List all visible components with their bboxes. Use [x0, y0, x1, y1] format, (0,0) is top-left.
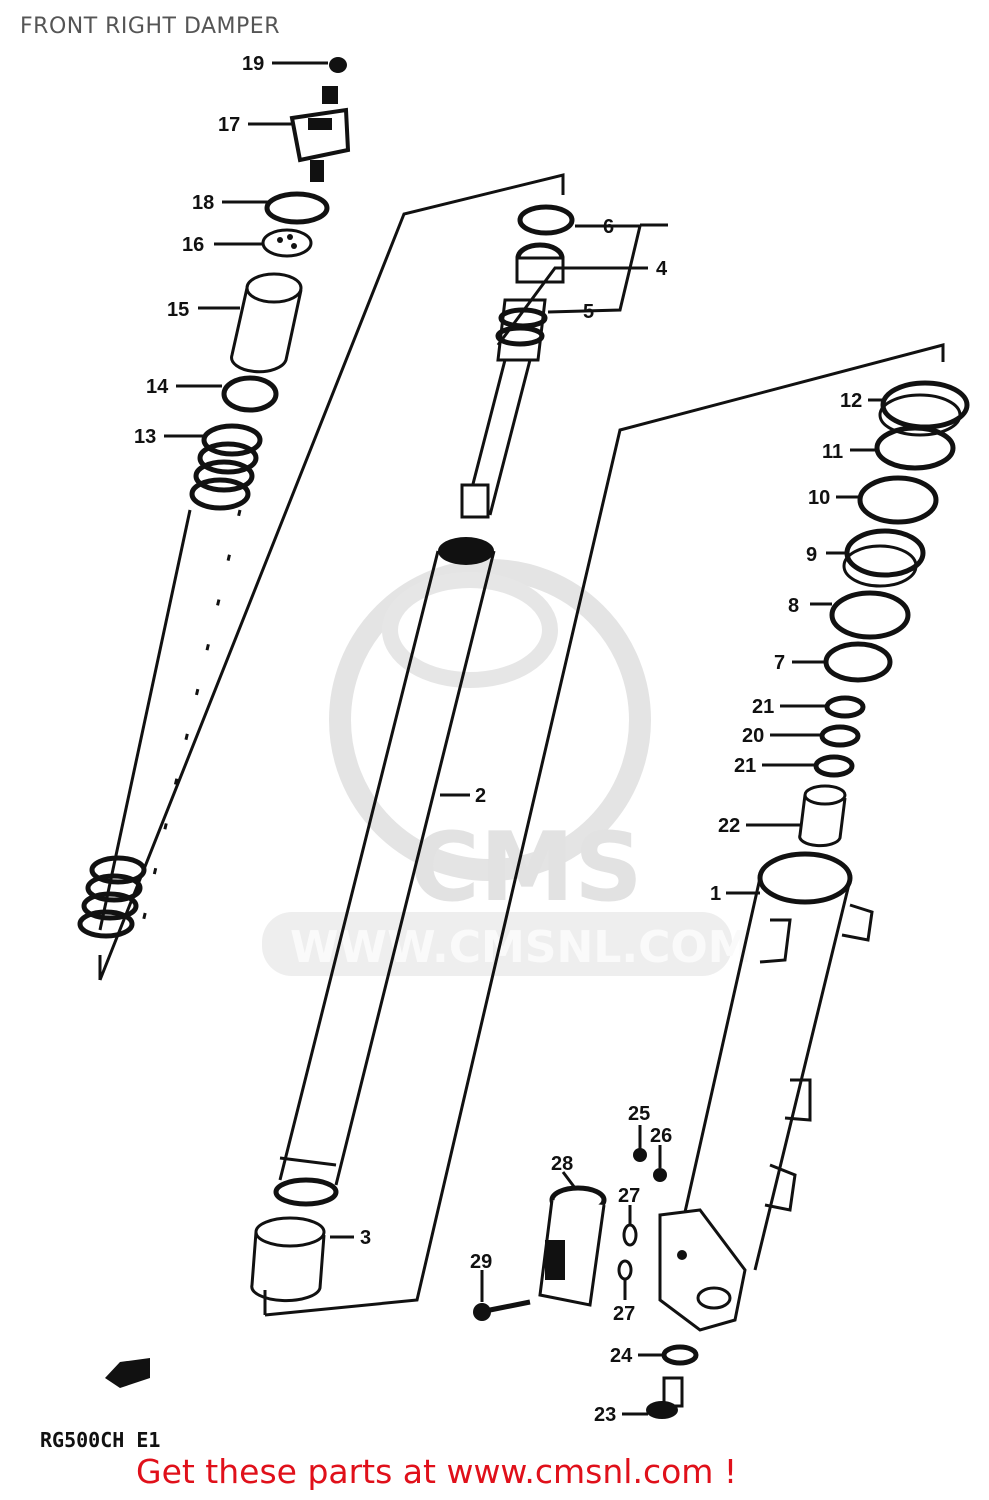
callout-12: 12	[840, 390, 862, 412]
callout-3: 3	[360, 1227, 371, 1249]
callout-24: 24	[610, 1345, 633, 1367]
part-29-bolt	[473, 1299, 531, 1321]
model-code: RG500CH E1	[40, 1428, 161, 1452]
right-column-rings	[813, 380, 970, 778]
watermark-logo: CMS WWW.CMSNL.COM	[262, 559, 752, 976]
part-20-washer	[819, 724, 861, 748]
group-frames	[98, 173, 945, 1317]
front-direction-arrow-icon	[105, 1358, 150, 1388]
part-21-washer-b	[813, 754, 855, 778]
callout-19: 19	[242, 53, 264, 75]
callout-14: 14	[146, 376, 169, 398]
part-10-ring	[857, 475, 939, 525]
callout-27-upper: 27	[618, 1185, 640, 1207]
part-15-spacer	[230, 272, 303, 374]
part-21-washer-a	[824, 695, 866, 719]
callout-27-lower: 27	[613, 1303, 635, 1325]
page-title: FRONT RIGHT DAMPER	[20, 14, 280, 39]
part-23-drain-bolt	[646, 1376, 684, 1419]
callout-labels: 19 17 18 16 15 14 13 6 4 5 12 11 10 9 8 …	[134, 53, 862, 1426]
part-11-ring	[874, 425, 956, 471]
callout-28: 28	[551, 1153, 573, 1175]
part-14-seat	[221, 375, 279, 413]
callout-15: 15	[167, 299, 189, 321]
part-3-bushing	[250, 1216, 326, 1303]
callout-16: 16	[182, 234, 204, 256]
callout-1: 1	[710, 883, 721, 905]
small-fasteners	[473, 1148, 699, 1419]
callout-5: 5	[583, 301, 594, 323]
callout-26: 26	[650, 1125, 672, 1147]
callout-9: 9	[806, 544, 817, 566]
callout-17: 17	[218, 114, 240, 136]
callout-2: 2	[475, 785, 486, 807]
callout-leader-lines	[164, 61, 885, 1416]
part-17-cap-bolt	[289, 86, 351, 182]
part-22-oil-lock-piece	[798, 784, 847, 848]
part-27-o-ring-a	[622, 1223, 638, 1247]
callout-6: 6	[603, 216, 614, 238]
callout-8: 8	[788, 595, 799, 617]
part-25-screw	[633, 1148, 647, 1162]
part-26-washer	[653, 1168, 667, 1182]
watermark-url: WWW.CMSNL.COM	[290, 922, 752, 973]
callout-21-upper: 21	[752, 696, 774, 718]
part-27-o-ring-b	[617, 1259, 633, 1281]
part-8-ring	[829, 590, 911, 640]
part-2-inner-tube	[273, 537, 496, 1207]
part-1-outer-tube	[658, 851, 874, 1332]
part-19-nut	[329, 57, 347, 73]
callout-18: 18	[192, 192, 214, 214]
part-5-rod-and-spring	[460, 298, 548, 519]
part-9-seal	[844, 528, 926, 578]
callout-10: 10	[808, 487, 830, 509]
part-28-adjuster	[538, 1185, 607, 1307]
callout-11: 11	[822, 441, 843, 463]
part-18-o-ring	[264, 191, 330, 225]
callout-4: 4	[656, 258, 668, 280]
call-to-action-link[interactable]: Get these parts at www.cmsnl.com !	[136, 1452, 738, 1491]
part-24-gasket	[661, 1344, 699, 1366]
callout-25: 25	[628, 1103, 650, 1125]
callout-20: 20	[742, 725, 764, 747]
part-13-spring	[77, 423, 263, 939]
callout-29: 29	[470, 1251, 492, 1273]
callout-7: 7	[774, 652, 785, 674]
part-6-ring	[517, 204, 575, 236]
part-7-bushing	[823, 641, 893, 683]
callout-21-lower: 21	[734, 755, 756, 777]
callout-13: 13	[134, 426, 156, 448]
callout-23: 23	[594, 1404, 616, 1426]
part-4-piston	[515, 242, 565, 284]
callout-22: 22	[718, 815, 740, 837]
part-16-plate	[261, 228, 313, 258]
